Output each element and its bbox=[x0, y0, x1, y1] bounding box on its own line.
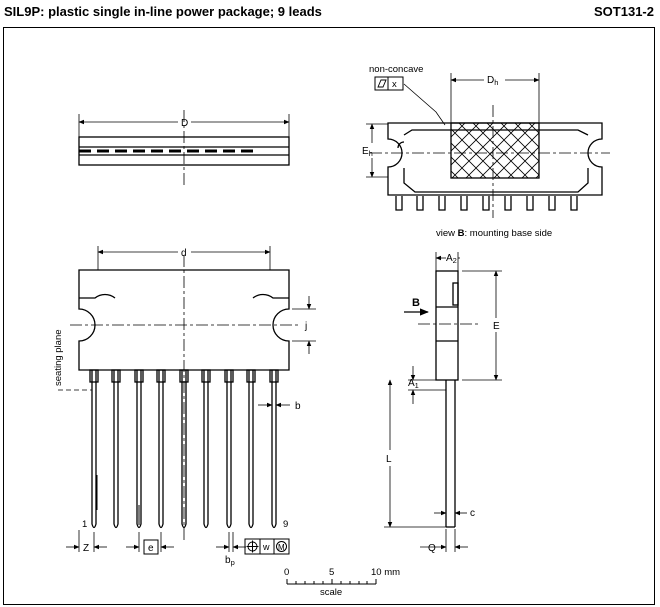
package-code: SOT131-2 bbox=[594, 4, 654, 19]
scale-tick-5: 5 bbox=[329, 567, 334, 578]
non-concave-label: non-concave bbox=[369, 64, 423, 75]
dim-e: e bbox=[148, 543, 154, 554]
scale-bar bbox=[286, 579, 377, 585]
dim-dh: Dh bbox=[487, 75, 498, 87]
dim-d-lower: d bbox=[181, 248, 187, 259]
dim-q: Q bbox=[428, 543, 436, 554]
dim-eh: Eh bbox=[362, 146, 373, 158]
tolerance-m: M bbox=[278, 543, 285, 552]
dim-a2: A2 bbox=[446, 253, 457, 265]
lead-number-last: 9 bbox=[283, 519, 288, 530]
dim-b: b bbox=[295, 401, 301, 412]
scale-tick-0: 0 bbox=[284, 567, 289, 578]
dim-z: Z bbox=[83, 543, 89, 554]
scale-tick-10: 10 mm bbox=[371, 567, 400, 578]
drawing-frame bbox=[3, 27, 655, 605]
mounting-base-view bbox=[366, 73, 610, 218]
dim-a1: A1 bbox=[408, 378, 419, 390]
view-b-marker: B bbox=[412, 297, 420, 309]
dim-j: j bbox=[304, 321, 307, 332]
view-b-caption: view B: mounting base side bbox=[436, 228, 552, 239]
dim-big-e: E bbox=[493, 321, 500, 332]
dim-bp: bp bbox=[225, 555, 235, 567]
front-view bbox=[58, 246, 316, 555]
scale-label: scale bbox=[320, 587, 342, 598]
lead-number-first: 1 bbox=[82, 519, 87, 530]
top-side-view bbox=[78, 110, 290, 188]
dim-d-upper: D bbox=[181, 118, 188, 129]
dim-c: c bbox=[470, 508, 475, 519]
flatness-x-symbol: x bbox=[392, 79, 397, 90]
seating-plane-label: seating plane bbox=[53, 329, 64, 386]
dim-l: L bbox=[386, 454, 392, 465]
side-profile-view bbox=[384, 252, 502, 552]
tolerance-w: w bbox=[262, 542, 270, 552]
package-title: SIL9P: plastic single in-line power pack… bbox=[4, 4, 322, 19]
